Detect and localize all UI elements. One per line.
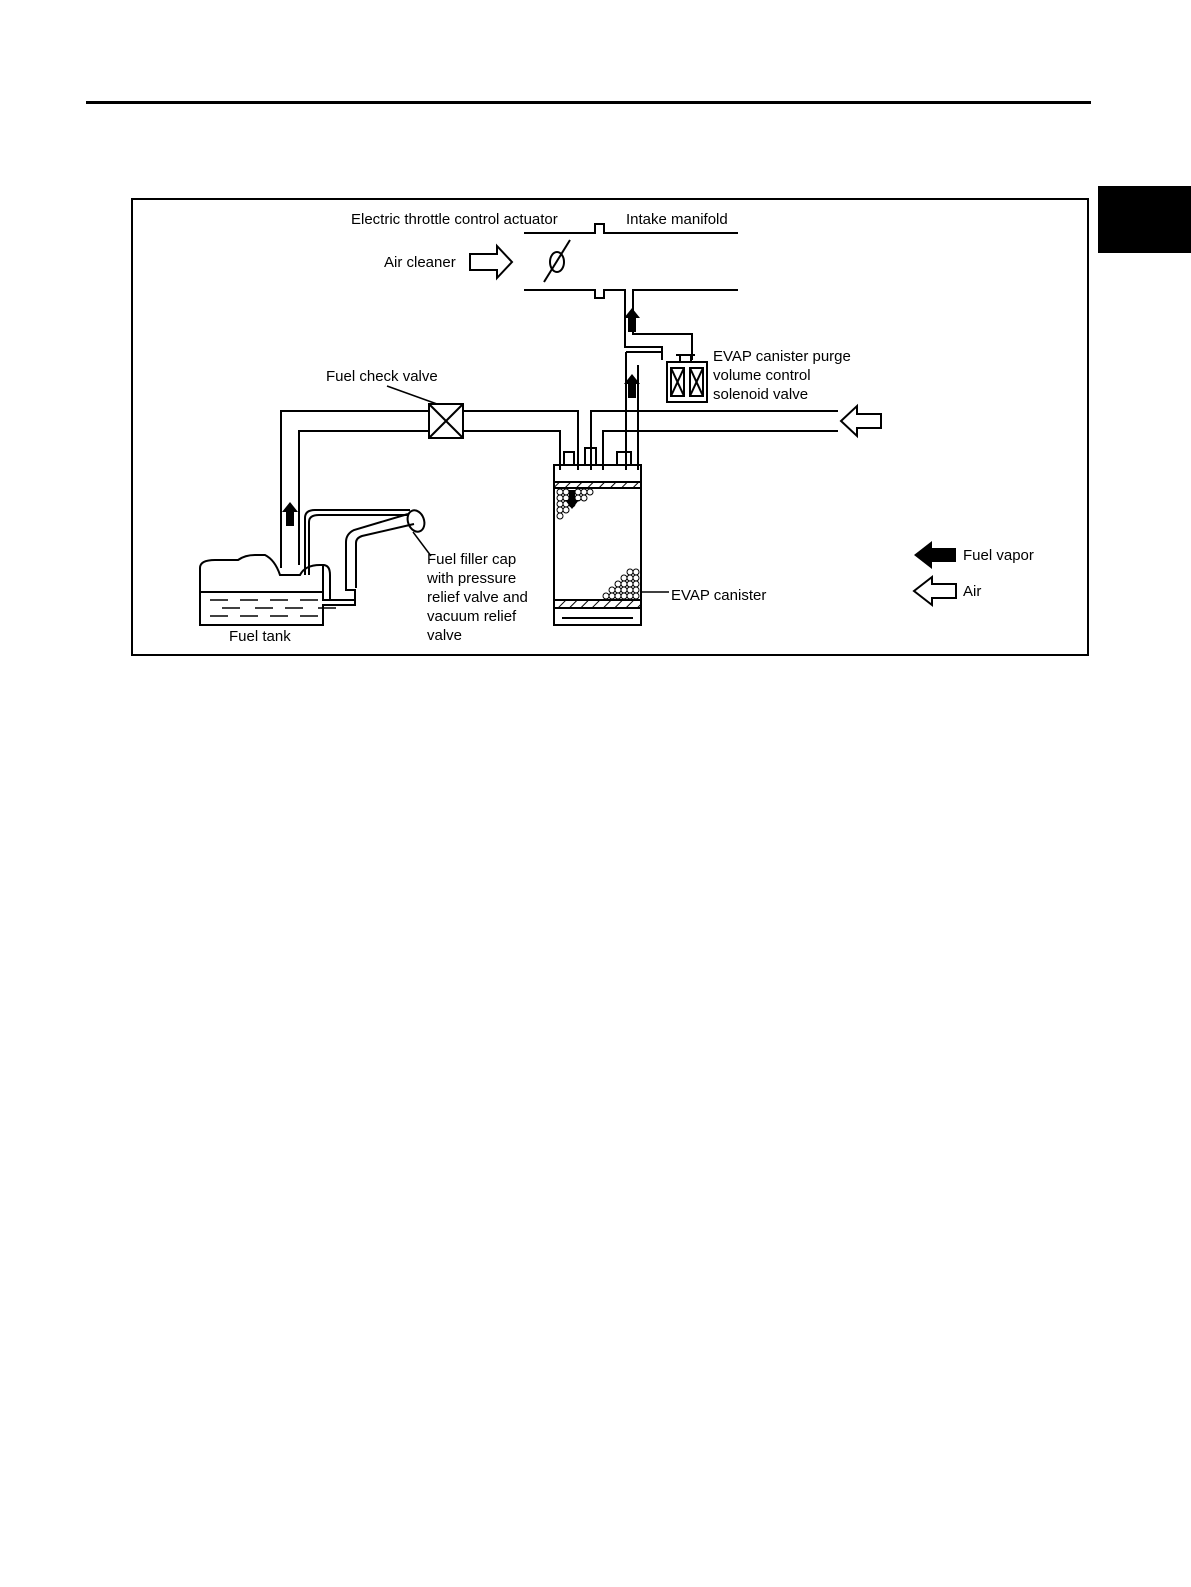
filler-cap-label-4: vacuum relief: [427, 608, 517, 625]
up-arrow-icon: [624, 308, 640, 332]
fuel-check-valve-label: Fuel check valve: [326, 368, 438, 385]
evap-purge-label-3: solenoid valve: [713, 386, 808, 403]
air-cleaner-label: Air cleaner: [384, 254, 456, 271]
filler-cap-label-2: with pressure: [426, 570, 516, 587]
throttle-label: Electric throttle control actuator: [351, 211, 558, 228]
fresh-air-arrow-icon: [841, 406, 881, 436]
intake-manifold-label: Intake manifold: [626, 211, 728, 228]
filler-cap-label-1: Fuel filler cap: [427, 551, 516, 568]
fuel-tank-label: Fuel tank: [229, 628, 291, 645]
filler-cap-label-5: valve: [427, 627, 462, 644]
filter-hatch-top: [555, 482, 640, 488]
evap-purge-label-1: EVAP canister purge: [713, 348, 851, 365]
up-arrow-icon: [282, 502, 298, 526]
air-cleaner-arrow-icon: [470, 246, 512, 278]
fuel-check-valve-icon: [429, 404, 463, 438]
legend-fuel-vapor-label: Fuel vapor: [963, 547, 1034, 564]
filter-hatch-bottom: [555, 600, 640, 608]
evap-purge-label-2: volume control: [713, 367, 811, 384]
fuel-vapor-legend-icon: [914, 541, 956, 569]
solenoid-valve-icon: [667, 355, 707, 402]
filler-cap-label-3: relief valve and: [427, 589, 528, 606]
evap-canister-label: EVAP canister: [671, 587, 766, 604]
fresh-air-line: [591, 411, 838, 470]
fuel-level-lines: [210, 600, 336, 616]
throttle-valve-icon: [544, 240, 570, 282]
air-legend-icon: [914, 577, 956, 605]
legend-air-label: Air: [963, 583, 981, 600]
